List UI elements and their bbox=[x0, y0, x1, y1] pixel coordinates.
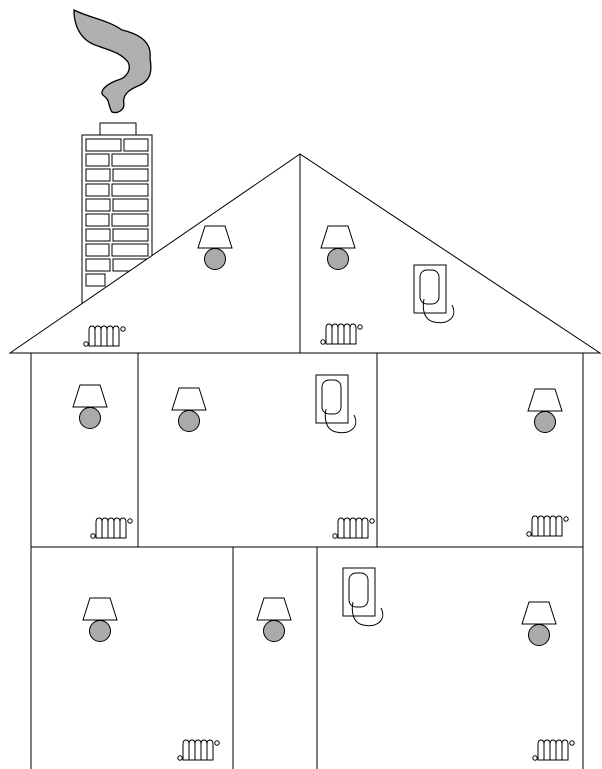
radiator-icon bbox=[526, 515, 569, 537]
brick-chimney bbox=[81, 134, 153, 306]
lamp-icon bbox=[72, 384, 108, 429]
roof bbox=[8, 153, 602, 354]
lamp-icon bbox=[256, 597, 292, 642]
phone-icon bbox=[315, 374, 357, 434]
chimney-smoke bbox=[73, 8, 152, 114]
radiator-icon bbox=[332, 517, 375, 539]
lamp-icon bbox=[521, 601, 557, 646]
radiator-icon bbox=[83, 325, 126, 347]
lamp-icon bbox=[171, 387, 207, 432]
radiator-icon bbox=[320, 323, 363, 345]
radiator-icon bbox=[177, 739, 220, 761]
lamp-icon bbox=[82, 597, 118, 642]
phone-icon bbox=[342, 567, 384, 627]
radiator-icon bbox=[532, 739, 575, 761]
chimney-cap bbox=[99, 122, 137, 136]
radiator-icon bbox=[90, 517, 133, 539]
lamp-icon bbox=[527, 388, 563, 433]
